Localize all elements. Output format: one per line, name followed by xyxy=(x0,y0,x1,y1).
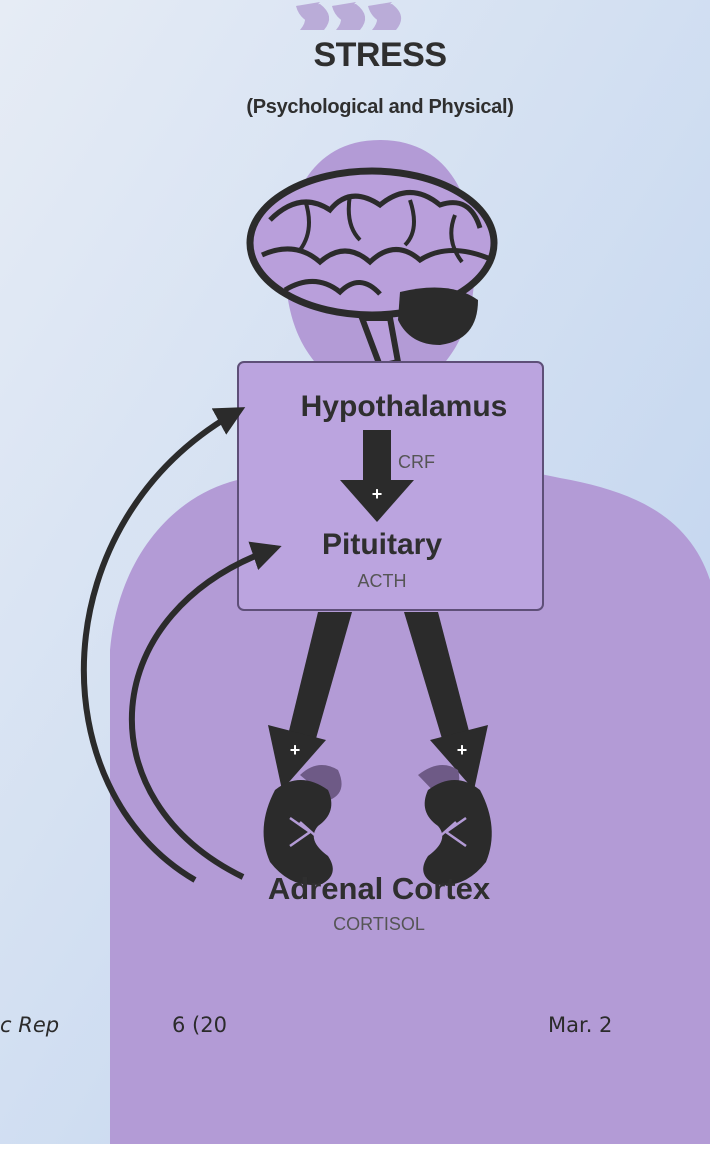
acth-left-plus-sign: + xyxy=(290,740,301,760)
stress-wave-arrows xyxy=(296,2,401,30)
acth-right-plus-sign: + xyxy=(457,740,468,760)
adrenal-cortex-label: Adrenal Cortex xyxy=(234,871,524,907)
citation-fragment-1: c Rep xyxy=(0,1013,59,1037)
pituitary-label: Pituitary xyxy=(292,528,472,562)
acth-hormone-label: ACTH xyxy=(332,571,432,592)
citation-fragment-2: 6 (20 xyxy=(172,1013,227,1037)
citation-fragment-3: Mar. 2 xyxy=(548,1013,612,1037)
diagram-title: STRESS xyxy=(0,36,710,75)
cortisol-hormone-label: CORTISOL xyxy=(299,914,459,935)
hypothalamus-label: Hypothalamus xyxy=(254,390,554,424)
citation-footer: c Rep 6 (20 Mar. 2 xyxy=(0,1003,710,1053)
crf-plus-sign: + xyxy=(372,484,383,504)
crf-hormone-label: CRF xyxy=(398,452,458,473)
diagram-subtitle: (Psychological and Physical) xyxy=(0,96,710,119)
